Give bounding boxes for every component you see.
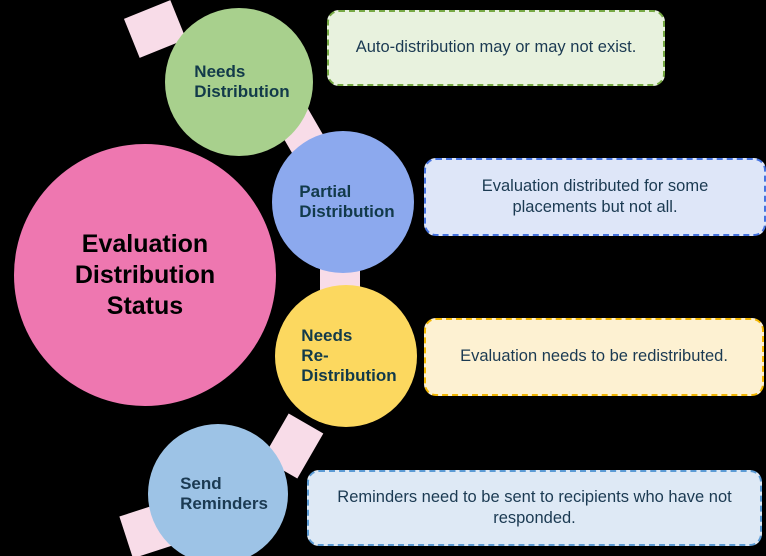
callout-needs-re-distribution: Evaluation needs to be redistributed. [424,318,764,396]
callout-text-partial-distribution: Evaluation distributed for some placemen… [481,176,709,216]
circle-send-reminders[interactable]: Send Reminders [148,424,288,556]
callout-send-reminders: Reminders need to be sent to recipients … [307,470,762,546]
callout-text-send-reminders: Reminders need to be sent to recipients … [337,487,732,527]
circle-label-needs-re-distribution: Needs Re- Distribution [301,325,397,386]
circle-label-needs-distribution: Needs Distribution [194,61,290,101]
circle-label-send-reminders: Send Reminders [180,473,268,513]
callout-partial-distribution: Evaluation distributed for some placemen… [424,158,766,236]
callout-needs-distribution: Auto-distribution may or may not exist. [327,10,665,86]
circle-partial-distribution[interactable]: Partial Distribution [272,131,414,273]
circle-label-partial-distribution: Partial Distribution [299,181,395,221]
hub-circle-evaluation-distribution-status[interactable]: Evaluation Distribution Status [14,144,276,406]
circle-needs-distribution[interactable]: Needs Distribution [165,8,313,156]
hub-label: Evaluation Distribution Status [74,229,216,320]
circle-needs-re-distribution[interactable]: Needs Re- Distribution [275,285,417,427]
callout-text-needs-re-distribution: Evaluation needs to be redistributed. [460,347,728,366]
callout-text-needs-distribution: Auto-distribution may or may not exist. [355,38,637,57]
